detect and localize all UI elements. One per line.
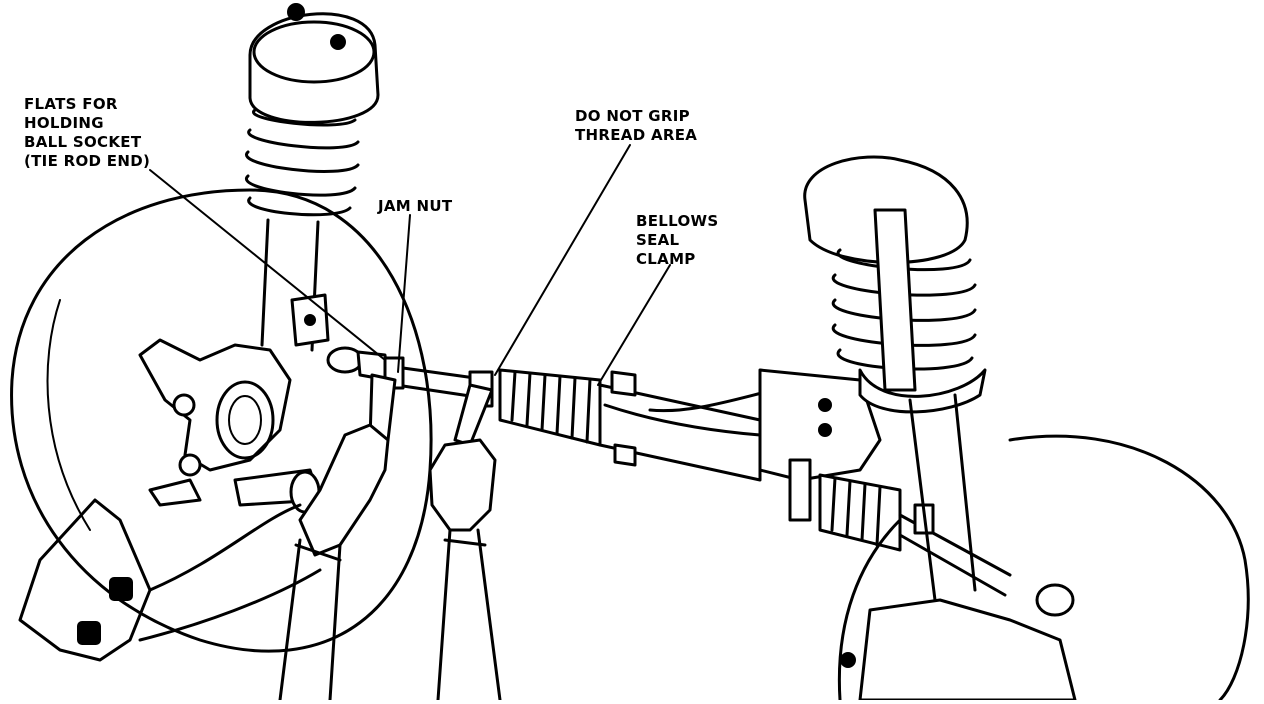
leader-lines xyxy=(149,144,671,386)
label-do-not-grip: DO NOT GRIP THREAD AREA xyxy=(575,107,698,144)
left-knuckle xyxy=(138,338,292,507)
right-wheel xyxy=(837,434,1250,702)
label-bellows-seal-clamp: BELLOWS SEAL CLAMP xyxy=(636,212,719,268)
label-jam-nut: JAM NUT xyxy=(378,197,453,215)
label-flats-ball-socket: FLATS FOR HOLDING BALL SOCKET (TIE ROD E… xyxy=(24,95,151,170)
right-strut-assembly xyxy=(803,155,987,602)
hands xyxy=(278,423,502,702)
left-strut-assembly xyxy=(244,3,380,352)
steering-rack xyxy=(498,368,1012,597)
left-wheel xyxy=(10,188,433,653)
right-knuckle xyxy=(840,583,1077,702)
